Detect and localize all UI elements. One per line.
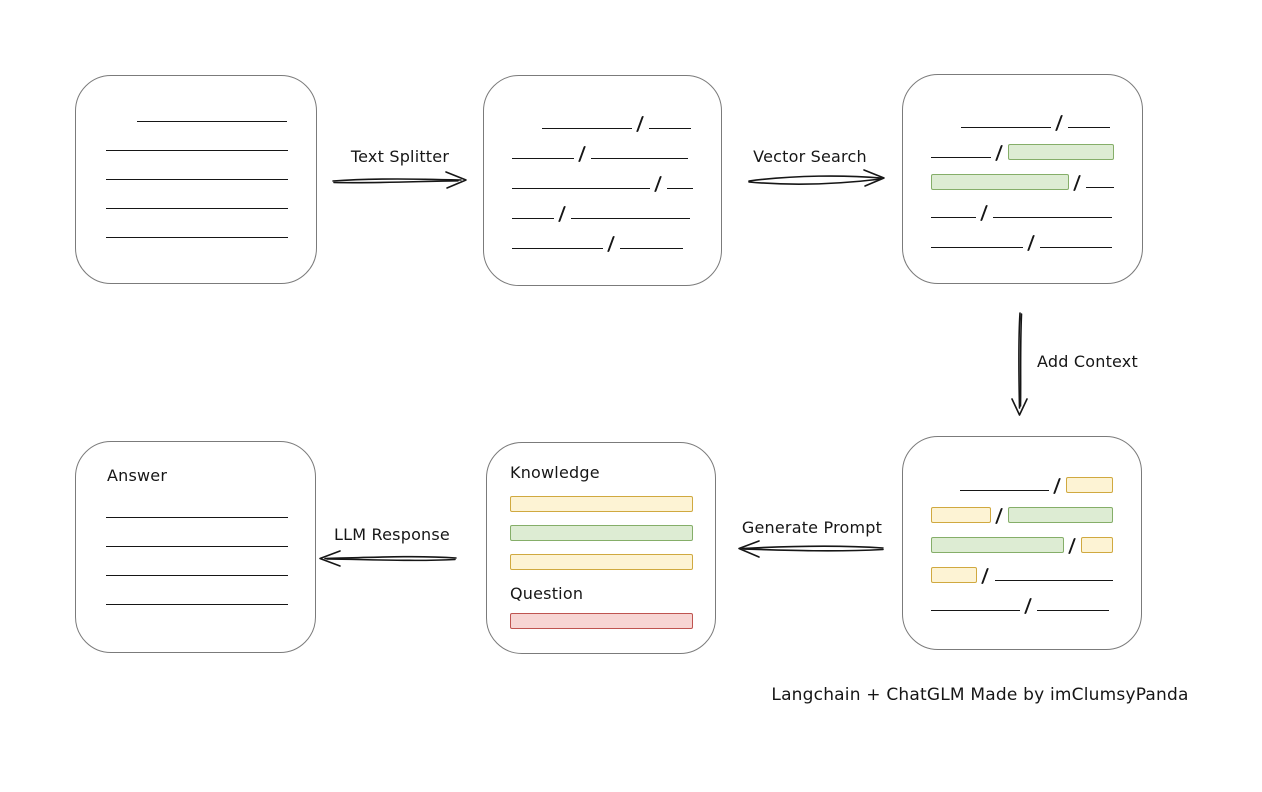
text-line [106,151,288,180]
text-splitter-arrow [332,171,467,189]
text-segment [512,188,651,189]
context-result-rows [931,461,1113,614]
highlight-segment-green [931,174,1069,190]
split-row [512,219,693,252]
generate-prompt-arrow [738,540,884,558]
vector-search-arrow [748,169,885,187]
text-segment [649,128,692,129]
knowledge-label: Knowledge [510,463,600,482]
add-context-arrow [1011,312,1028,416]
highlight-segment-yellow [931,507,992,523]
highlight-segment-green [931,537,1064,553]
text-line [137,93,287,122]
text-segment [667,188,693,189]
split-text-rows [512,99,693,252]
split-row [931,581,1113,614]
text-segment [994,580,1113,581]
split-row [931,128,1114,161]
split-row [931,158,1114,191]
text-segment [931,610,1020,611]
add-context-label: Add Context [1037,352,1138,371]
split-row [512,159,693,192]
prompt-box: Knowledge Question [486,442,716,654]
highlight-segment-yellow [1066,477,1113,493]
text-segment [542,128,632,129]
text-segment [512,158,574,159]
split-row [931,461,1113,494]
indent-spacer [931,490,960,491]
text-segment [591,158,689,159]
prompt-content: Knowledge Question [510,461,693,629]
indent-spacer [512,128,542,129]
answer-lines [106,489,288,605]
split-row [931,218,1114,251]
text-segment [931,217,976,218]
slash-separator [1027,235,1036,251]
text-segment [931,157,991,158]
text-segment [993,217,1113,218]
text-segment [512,218,554,219]
document-box [75,75,317,284]
text-segment [960,490,1050,491]
yellow-bar [510,496,693,512]
slash-separator [607,236,616,252]
answer-label: Answer [107,466,168,485]
question-label: Question [510,584,584,603]
split-row [512,129,693,162]
text-segment [620,248,684,249]
text-segment [1068,127,1111,128]
text-segment [1040,247,1113,248]
text-line [106,518,288,547]
vector-search-result-rows [931,98,1114,251]
highlight-segment-yellow [931,567,978,583]
llm-response-label: LLM Response [334,525,450,544]
split-row [931,521,1113,554]
text-segment [931,247,1023,248]
text-line [106,489,288,518]
answer-box: Answer [75,441,316,653]
question-bars [510,613,693,629]
split-row [931,98,1114,131]
split-row [512,99,693,132]
slash-separator [1024,598,1033,614]
generate-prompt-label: Generate Prompt [741,518,883,537]
text-segment [961,127,1051,128]
split-row [931,551,1113,584]
green-bar [510,525,693,541]
text-line [106,122,288,151]
diagram-caption: Langchain + ChatGLM Made by imClumsyPand… [771,685,1189,705]
text-segment [1037,610,1110,611]
red-bar [510,613,693,629]
highlight-segment-yellow [1081,537,1113,553]
context-result-box [902,436,1142,650]
vector-search-label: Vector Search [753,147,867,166]
knowledge-bars [510,496,693,570]
document-lines [106,93,288,238]
llm-response-arrow [319,550,457,567]
text-segment [1086,187,1114,188]
split-text-box [483,75,722,286]
vector-search-result-box [902,74,1143,284]
split-row [512,189,693,222]
text-line [106,576,288,605]
highlight-segment-green [1007,144,1114,160]
text-line [106,209,288,238]
split-row [931,188,1114,221]
text-line [106,547,288,576]
text-splitter-label: Text Splitter [350,147,450,166]
text-segment [571,218,691,219]
highlight-segment-green [1008,507,1113,523]
text-line [106,180,288,209]
split-row [931,491,1113,524]
yellow-bar [510,554,693,570]
text-segment [512,248,603,249]
indent-spacer [931,127,961,128]
